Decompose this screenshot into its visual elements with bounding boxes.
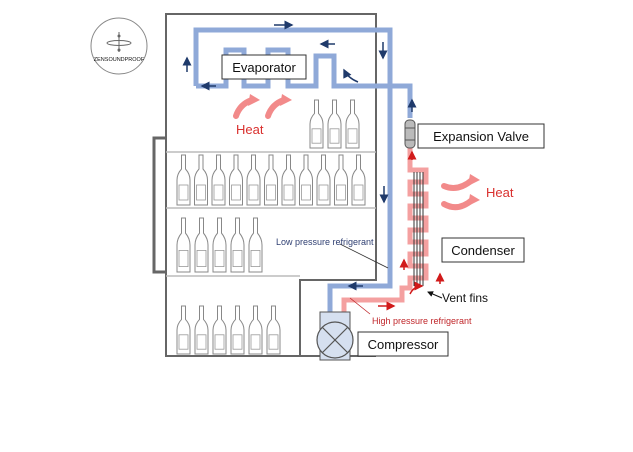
bottle-label (196, 334, 207, 350)
heat-arrow-icon (441, 177, 475, 191)
expansion-valve-label: Expansion Valve (417, 123, 545, 149)
wine-bottle-bottom-shelf (266, 305, 281, 355)
wine-bottle-shelf-2 (229, 154, 243, 206)
high-pressure-leader (349, 297, 371, 315)
compressor-label: Compressor (357, 331, 449, 357)
wine-bottle-shelf-2 (281, 154, 296, 206)
wine-bottle-top-shelf (345, 99, 360, 149)
wine-bottle-shelf-2 (194, 154, 208, 206)
wine-bottle-shelf-3 (176, 217, 191, 273)
bottle-label (336, 184, 346, 201)
bottle-label (196, 249, 207, 267)
svg-text:Expansion Valve: Expansion Valve (433, 129, 529, 144)
bottle-label (213, 184, 224, 201)
high-pressure-text: High pressure refrigerant (372, 316, 472, 326)
svg-text:Condenser: Condenser (451, 243, 515, 258)
heat-arrowheads (248, 94, 480, 206)
bottle-label (250, 334, 261, 350)
wine-bottle-shelf-2 (316, 154, 331, 206)
svg-text:Compressor: Compressor (368, 337, 439, 352)
evaporator-heat-text: Heat (236, 122, 264, 137)
wine-bottle-shelf-2 (351, 154, 366, 206)
wine-bottle-bottom-shelf (176, 305, 191, 355)
wine-bottle-shelf-2 (264, 154, 278, 206)
wine-bottles (176, 99, 366, 355)
bottle-label (231, 184, 241, 201)
wine-bottle-bottom-shelf (230, 305, 245, 355)
flow-arrow-curved-icon (343, 68, 359, 83)
bottle-label (178, 249, 189, 267)
expansion-valve (404, 119, 416, 149)
heat-arrow-icon (441, 197, 475, 211)
compressor (316, 311, 354, 361)
bottle-label (214, 334, 225, 350)
brand-logo: ZENSOUNDPROOF (90, 17, 148, 75)
logo-ring (90, 17, 148, 75)
bottle-label (353, 184, 364, 201)
bottle-label (214, 249, 225, 267)
wine-bottle-shelf-2 (176, 154, 191, 206)
wine-bottle-top-shelf (309, 99, 324, 149)
bottle-label (301, 184, 311, 201)
logo-text: ZENSOUNDPROOF (94, 57, 145, 63)
wine-bottle-shelf-3 (230, 217, 245, 273)
wine-bottle-shelf-3 (194, 217, 209, 273)
wine-bottle-shelf-2 (299, 154, 313, 206)
flow-arrows (182, 20, 445, 311)
wine-bottle-bottom-shelf (194, 305, 209, 355)
condenser-label: Condenser (441, 237, 525, 263)
high-pressure-pipe (341, 148, 429, 312)
condenser-heat-text: Heat (486, 185, 514, 200)
bottle-label (266, 184, 276, 201)
bottle-label (250, 249, 261, 267)
cabinet-outline (165, 13, 377, 357)
vent-fins (413, 172, 424, 286)
bottle-label (268, 334, 279, 350)
low-pressure-text: Low pressure refrigerant (276, 237, 374, 247)
bottle-label (196, 184, 206, 201)
flow-arrow-curved-red-icon (409, 281, 424, 295)
bottle-label (178, 184, 189, 201)
wine-bottle-top-shelf (327, 99, 342, 149)
wine-bottle-shelf-2 (211, 154, 226, 206)
wine-bottle-bottom-shelf (248, 305, 263, 355)
vent-fins-leader (427, 291, 443, 299)
evaporator-label: Evaporator (221, 54, 307, 80)
wine-bottle-shelf-2 (334, 154, 348, 206)
wine-bottle-shelf-3 (248, 217, 263, 273)
bottle-label (311, 128, 322, 144)
low-pressure-leader (339, 243, 389, 269)
bottle-label (329, 128, 340, 144)
door-handle[interactable] (152, 136, 166, 274)
cabinet (152, 13, 377, 357)
wine-bottle-bottom-shelf (212, 305, 227, 355)
bottle-label (232, 249, 243, 267)
low-pressure-pipe (193, 27, 413, 312)
bottle-label (248, 184, 259, 201)
bottle-label (283, 184, 294, 201)
bottle-label (178, 334, 189, 350)
logo-sound-icon (106, 32, 132, 52)
bottle-label (347, 128, 358, 144)
wine-bottle-shelf-3 (212, 217, 227, 273)
bottle-label (318, 184, 329, 201)
bottle-label (232, 334, 243, 350)
svg-text:Evaporator: Evaporator (232, 60, 296, 75)
wine-bottle-shelf-2 (246, 154, 261, 206)
vent-fins-text: Vent fins (442, 291, 488, 305)
